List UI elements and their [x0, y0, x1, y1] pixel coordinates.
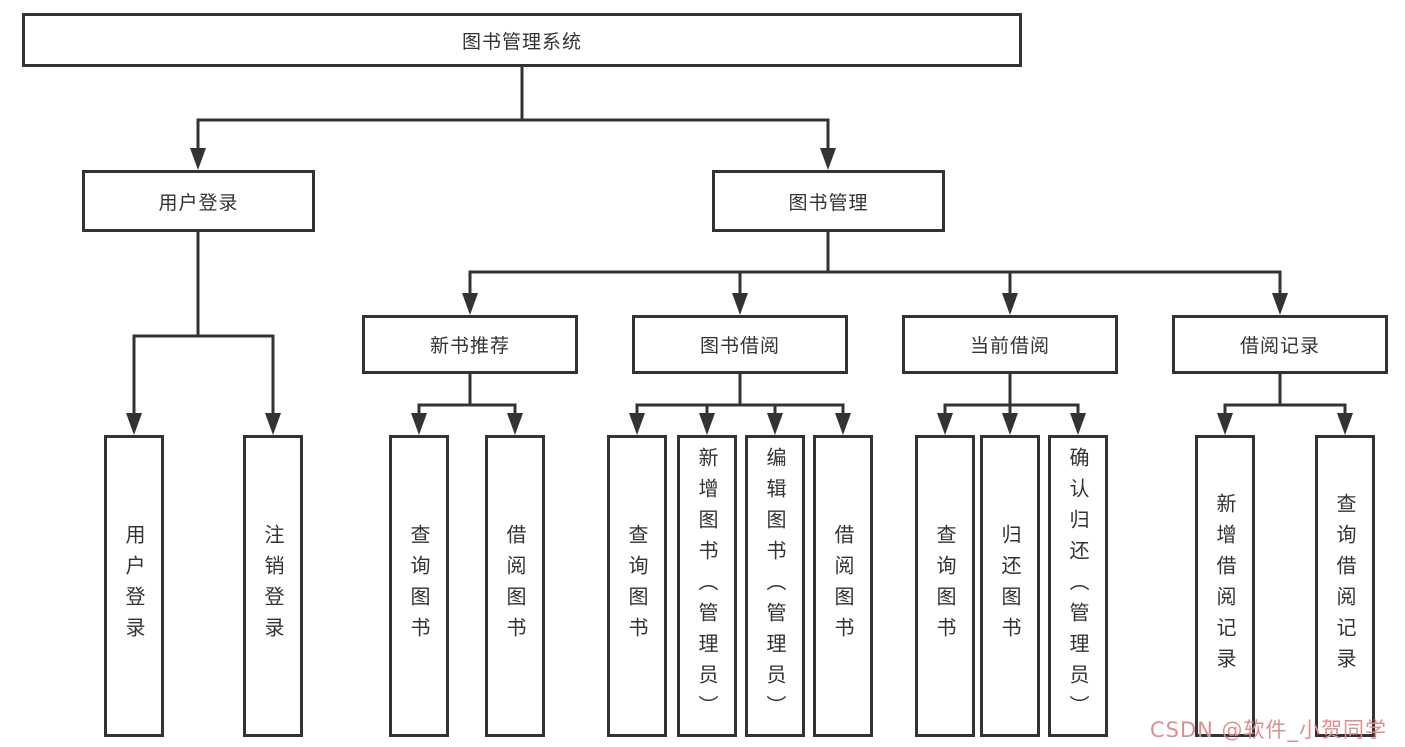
- arrow-icon: [411, 413, 427, 435]
- node-borrow-borrow: 借阅图书: [813, 435, 873, 737]
- arrow-icon: [1217, 413, 1233, 435]
- node-new-book: 新书推荐: [362, 315, 578, 374]
- arrow-icon: [1002, 413, 1018, 435]
- node-current: 当前借阅: [902, 315, 1118, 374]
- node-user-login: 用户登录: [82, 170, 315, 232]
- node-newbook-borrow: 借阅图书: [485, 435, 545, 737]
- arrow-icon: [507, 413, 523, 435]
- node-current-confirm-admin: 确认归还（管理员）: [1048, 435, 1108, 737]
- node-records: 借阅记录: [1172, 315, 1388, 374]
- connector-new-book: [417, 372, 517, 418]
- node-logout-action: 注销登录: [243, 435, 303, 737]
- arrow-icon: [1002, 293, 1018, 315]
- arrow-icon: [820, 148, 836, 170]
- node-borrow: 图书借阅: [632, 315, 848, 374]
- node-newbook-query: 查询图书: [389, 435, 449, 737]
- node-borrow-query: 查询图书: [607, 435, 667, 737]
- connector-borrow: [635, 372, 845, 418]
- arrow-icon: [265, 413, 281, 435]
- node-borrow-edit-admin: 编辑图书（管理员）: [745, 435, 805, 737]
- node-records-query: 查询借阅记录: [1315, 435, 1375, 737]
- connector-records: [1223, 372, 1347, 418]
- arrow-icon: [629, 413, 645, 435]
- arrow-icon: [190, 148, 206, 170]
- arrowheads: [126, 148, 1353, 435]
- arrow-icon: [937, 413, 953, 435]
- watermark: CSDN @软件_小贺同学: [1150, 718, 1388, 742]
- arrow-icon: [1337, 413, 1353, 435]
- node-current-return: 归还图书: [980, 435, 1040, 737]
- arrow-icon: [462, 293, 478, 315]
- node-user-login-action: 用户登录: [104, 435, 164, 737]
- connector-user-login: [132, 230, 275, 418]
- connector-current: [943, 372, 1080, 418]
- arrow-icon: [126, 413, 142, 435]
- connector-book-mgmt: [468, 230, 1282, 298]
- arrow-icon: [1070, 413, 1086, 435]
- arrow-icon: [835, 413, 851, 435]
- arrow-icon: [1272, 293, 1288, 315]
- connector-root: [196, 65, 830, 153]
- node-root: 图书管理系统: [22, 13, 1022, 67]
- node-records-add: 新增借阅记录: [1195, 435, 1255, 737]
- arrow-icon: [732, 293, 748, 315]
- node-current-query: 查询图书: [915, 435, 975, 737]
- arrow-icon: [699, 413, 715, 435]
- arrow-icon: [767, 413, 783, 435]
- node-borrow-add-admin: 新增图书（管理员）: [677, 435, 737, 737]
- node-book-mgmt: 图书管理: [712, 170, 945, 232]
